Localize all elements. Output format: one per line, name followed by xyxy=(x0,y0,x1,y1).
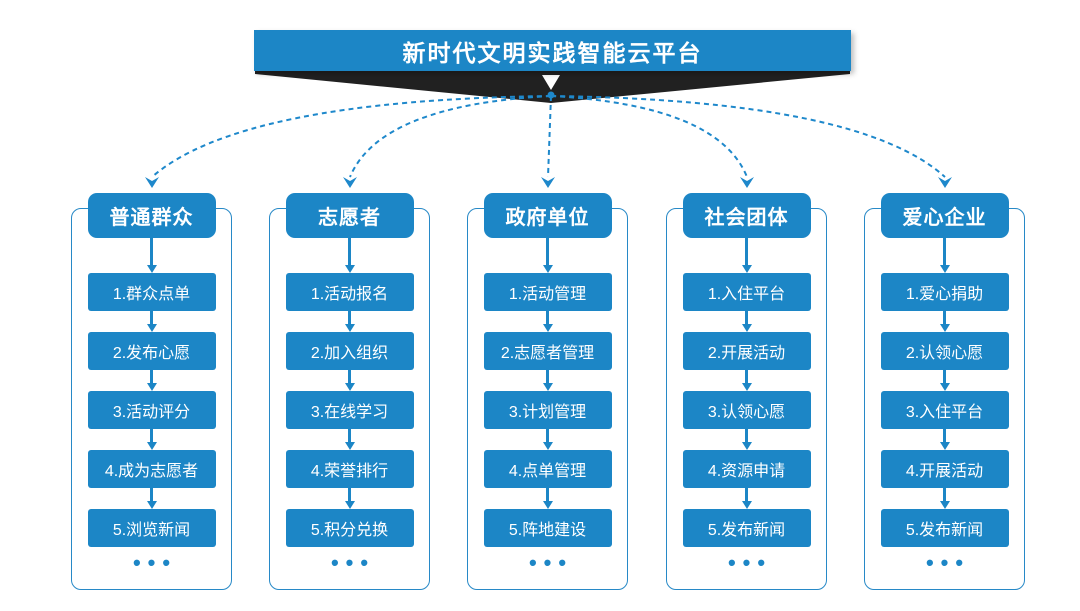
down-arrow-icon xyxy=(146,311,157,332)
flow-step: 2.加入组织 xyxy=(285,332,414,370)
column-header: 普通群众 xyxy=(87,193,216,238)
fan-connector-3 xyxy=(547,95,552,178)
flow-step: 1.活动管理 xyxy=(483,273,612,311)
flow-step: 4.资源申请 xyxy=(682,450,811,488)
down-arrow-icon xyxy=(542,75,560,90)
down-arrow-icon xyxy=(741,488,752,509)
column-header: 志愿者 xyxy=(285,193,414,238)
flow-step: 4.成为志愿者 xyxy=(87,450,216,488)
flow-step: 1.入住平台 xyxy=(682,273,811,311)
arrowhead-icon xyxy=(343,177,357,188)
fan-connector-1 xyxy=(151,95,552,178)
ellipsis-more: ••• xyxy=(727,550,773,575)
flow-step: 5.浏览新闻 xyxy=(87,509,216,547)
down-arrow-icon xyxy=(542,488,553,509)
flow-step: 3.入住平台 xyxy=(880,391,1009,429)
flow-step: 3.活动评分 xyxy=(87,391,216,429)
down-arrow-icon xyxy=(741,311,752,332)
flow-step: 1.活动报名 xyxy=(285,273,414,311)
flow-step: 5.积分兑换 xyxy=(285,509,414,547)
flow-step: 2.发布心愿 xyxy=(87,332,216,370)
flow-step: 1.群众点单 xyxy=(87,273,216,311)
flow-step: 5.发布新闻 xyxy=(682,509,811,547)
down-arrow-icon xyxy=(939,311,950,332)
ellipsis-more: ••• xyxy=(330,550,376,575)
down-arrow-icon xyxy=(542,370,553,391)
column-header: 爱心企业 xyxy=(880,193,1009,238)
down-arrow-icon xyxy=(344,488,355,509)
fan-connector-2 xyxy=(349,95,552,178)
column-social-groups: 社会团体 1.入住平台 2.开展活动 3.认领心愿 4.资源申请 5.发布新闻 … xyxy=(666,193,827,590)
arrowhead-icon xyxy=(938,177,952,188)
down-arrow-icon xyxy=(939,429,950,450)
diagram-title-banner: 新时代文明实践智能云平台 xyxy=(254,30,851,71)
flow-step: 2.志愿者管理 xyxy=(483,332,612,370)
down-arrow-icon xyxy=(542,429,553,450)
flow-step: 3.在线学习 xyxy=(285,391,414,429)
down-arrow-icon xyxy=(344,370,355,391)
down-arrow-icon xyxy=(939,238,950,273)
column-header: 政府单位 xyxy=(483,193,612,238)
page-title: 新时代文明实践智能云平台 xyxy=(402,39,703,66)
column-government-units: 政府单位 1.活动管理 2.志愿者管理 3.计划管理 4.点单管理 5.阵地建设… xyxy=(467,193,628,590)
flow-step: 4.荣誉排行 xyxy=(285,450,414,488)
fan-connector-4 xyxy=(550,95,748,178)
ellipsis-more: ••• xyxy=(132,550,178,575)
flow-step: 3.计划管理 xyxy=(483,391,612,429)
flow-step: 3.认领心愿 xyxy=(682,391,811,429)
down-arrow-icon xyxy=(939,488,950,509)
down-arrow-icon xyxy=(939,370,950,391)
down-arrow-icon xyxy=(146,488,157,509)
down-arrow-icon xyxy=(344,311,355,332)
fan-connector-5 xyxy=(550,95,946,178)
flow-step: 5.发布新闻 xyxy=(880,509,1009,547)
flow-step: 2.开展活动 xyxy=(682,332,811,370)
down-arrow-icon xyxy=(344,238,355,273)
ellipsis-more: ••• xyxy=(925,550,971,575)
down-arrow-icon xyxy=(146,238,157,273)
flow-step: 2.认领心愿 xyxy=(880,332,1009,370)
arrowhead-icon xyxy=(541,177,555,188)
down-arrow-icon xyxy=(542,311,553,332)
down-arrow-icon xyxy=(542,238,553,273)
flow-step: 5.阵地建设 xyxy=(483,509,612,547)
ellipsis-more: ••• xyxy=(528,550,574,575)
down-arrow-icon xyxy=(344,429,355,450)
column-header: 社会团体 xyxy=(682,193,811,238)
column-charity-enterprises: 爱心企业 1.爱心捐助 2.认领心愿 3.入住平台 4.开展活动 5.发布新闻 … xyxy=(864,193,1025,590)
arrowhead-icon xyxy=(145,177,159,188)
down-arrow-icon xyxy=(741,429,752,450)
arrowhead-icon xyxy=(740,177,754,188)
flow-step: 4.开展活动 xyxy=(880,450,1009,488)
column-ordinary-public: 普通群众 1.群众点单 2.发布心愿 3.活动评分 4.成为志愿者 5.浏览新闻… xyxy=(71,193,232,590)
down-arrow-icon xyxy=(146,429,157,450)
fan-connectors xyxy=(151,95,946,178)
column-volunteers: 志愿者 1.活动报名 2.加入组织 3.在线学习 4.荣誉排行 5.积分兑换 •… xyxy=(269,193,430,590)
down-arrow-icon xyxy=(741,370,752,391)
down-arrow-icon xyxy=(146,370,157,391)
down-arrow-icon xyxy=(741,238,752,273)
flow-step: 4.点单管理 xyxy=(483,450,612,488)
flow-step: 1.爱心捐助 xyxy=(880,273,1009,311)
fan-arrowheads xyxy=(145,177,952,188)
